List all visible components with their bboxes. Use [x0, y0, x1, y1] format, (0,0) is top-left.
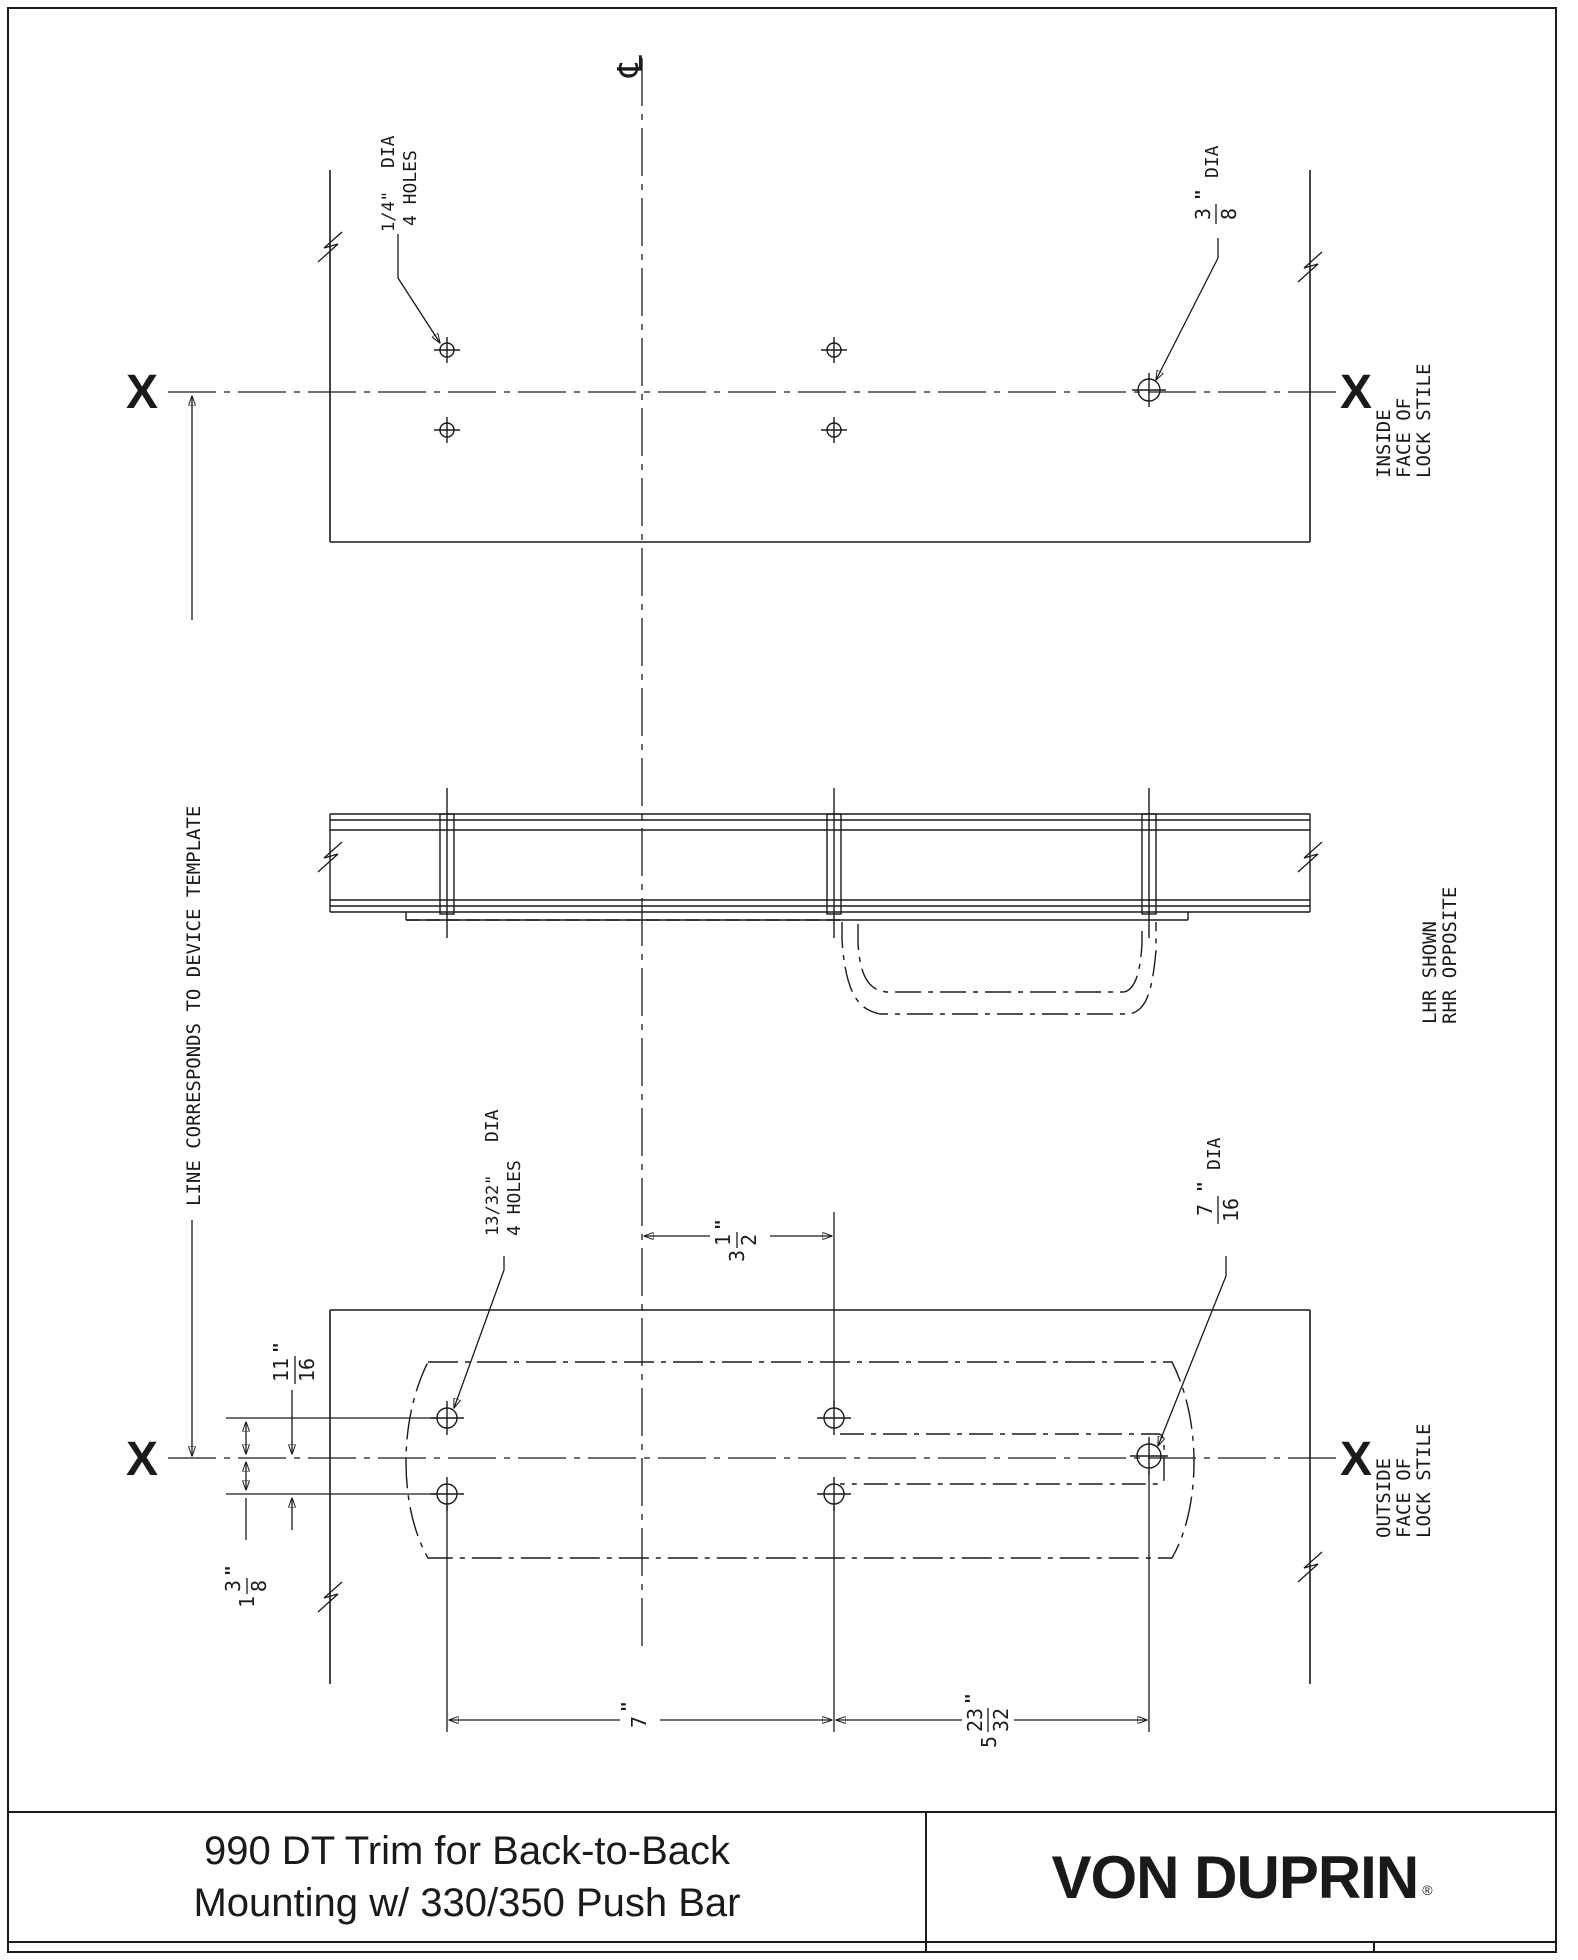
outside-small-dims — [226, 1390, 437, 1540]
escutcheon-outline — [405, 1361, 1195, 1559]
cylinder-slot — [840, 1433, 1165, 1485]
dim-offset-from-centerline: 3 1 2 " — [711, 1219, 761, 1262]
side-view — [317, 788, 1323, 1015]
outside-small-holes-count: 4 HOLES — [504, 1160, 525, 1236]
svg-text:7: 7 — [627, 1716, 651, 1728]
inside-plate — [317, 170, 1323, 543]
svg-text:32: 32 — [989, 1708, 1013, 1732]
outside-large-hole-label: 7 16 " DIA — [1193, 1137, 1243, 1224]
svg-text:LOCK STILE: LOCK STILE — [1413, 1424, 1435, 1538]
svg-text:": " — [222, 1565, 243, 1576]
svg-text:FACE OF: FACE OF — [1393, 1458, 1415, 1538]
centerline-symbol: ℄ — [612, 55, 650, 78]
outside-holes — [430, 1401, 1168, 1511]
svg-text:": " — [1192, 189, 1213, 200]
registered-mark: ® — [1422, 1882, 1433, 1898]
svg-text:LHR SHOWN: LHR SHOWN — [1419, 921, 1441, 1024]
inside-large-hole-label: 3 8 " DIA — [1191, 145, 1241, 224]
svg-text:LOCK STILE: LOCK STILE — [1413, 364, 1435, 478]
svg-text:": " — [618, 1701, 639, 1712]
dim-offset-line — [644, 1212, 835, 1406]
svg-text:8: 8 — [1217, 208, 1241, 220]
inside-small-holes-count: 4 HOLES — [400, 150, 421, 226]
svg-text:11: 11 — [269, 1358, 293, 1382]
svg-text:8: 8 — [247, 1580, 271, 1592]
inside-holes — [434, 337, 1166, 443]
drawing-title-line-2: Mounting w/ 330/350 Push Bar — [193, 1881, 741, 1925]
inside-datum-x-right: X — [1340, 366, 1372, 419]
sheet-border — [7, 7, 1557, 1953]
outside-datum-x-left: X — [126, 1433, 158, 1486]
svg-text:DIA: DIA — [1202, 145, 1223, 178]
svg-text:2: 2 — [737, 1234, 761, 1246]
svg-text:5: 5 — [977, 1736, 1001, 1748]
drawing-title-line-1: 990 DT Trim for Back-to-Back — [203, 1829, 731, 1873]
svg-text:": " — [712, 1219, 733, 1230]
svg-text:23: 23 — [963, 1708, 987, 1732]
dim-bottom-left: 7 " — [618, 1701, 651, 1728]
dim-hole-spacing: 1 3 8 " — [221, 1565, 271, 1608]
brand-logo: VON DUPRIN ® — [928, 1812, 1556, 1942]
svg-text:1: 1 — [711, 1234, 735, 1246]
svg-text:": " — [270, 1342, 291, 1353]
outside-datum-x-right: X — [1340, 1433, 1372, 1486]
inside-small-holes-size: 1/4" — [379, 191, 399, 232]
outside-plate — [317, 1309, 1323, 1684]
svg-text:": " — [1194, 1181, 1215, 1192]
svg-text:3: 3 — [1191, 208, 1215, 220]
svg-text:16: 16 — [1219, 1198, 1243, 1222]
outside-face-label: OUTSIDE FACE OF LOCK STILE — [1373, 1424, 1435, 1538]
outside-leaders — [454, 1256, 1227, 1446]
inside-small-holes-dia: DIA — [378, 135, 399, 168]
svg-text:RHR OPPOSITE: RHR OPPOSITE — [1439, 887, 1461, 1024]
svg-text:1: 1 — [235, 1596, 259, 1608]
svg-text:DIA: DIA — [1204, 1137, 1225, 1170]
dim-hole-to-datum: 11 16 " — [269, 1342, 319, 1384]
svg-text:INSIDE: INSIDE — [1373, 409, 1395, 478]
svg-text:": " — [962, 1693, 983, 1704]
inside-leaders — [397, 234, 1219, 380]
drawing-title: 990 DT Trim for Back-to-Back Mounting w/… — [8, 1812, 926, 1942]
handing-note: LHR SHOWN RHR OPPOSITE — [1419, 887, 1461, 1024]
svg-text:3: 3 — [221, 1580, 245, 1592]
svg-text:3: 3 — [725, 1250, 749, 1262]
datum-line-note: LINE CORRESPONDS TO DEVICE TEMPLATE — [183, 806, 205, 1206]
brand-name: VON DUPRIN — [1051, 1843, 1419, 1911]
svg-text:FACE OF: FACE OF — [1393, 398, 1415, 478]
svg-text:7: 7 — [1193, 1204, 1217, 1216]
outside-small-holes-dia: DIA — [482, 1109, 503, 1142]
bottom-dims — [446, 1470, 1150, 1732]
svg-text:OUTSIDE: OUTSIDE — [1373, 1458, 1395, 1538]
svg-text:16: 16 — [295, 1358, 319, 1382]
inside-face-label: INSIDE FACE OF LOCK STILE — [1373, 364, 1435, 478]
inside-datum-x-left: X — [126, 366, 158, 419]
outside-small-holes-size: 13/32" — [483, 1175, 503, 1236]
dim-bottom-right: 5 23 32 " — [962, 1693, 1013, 1748]
